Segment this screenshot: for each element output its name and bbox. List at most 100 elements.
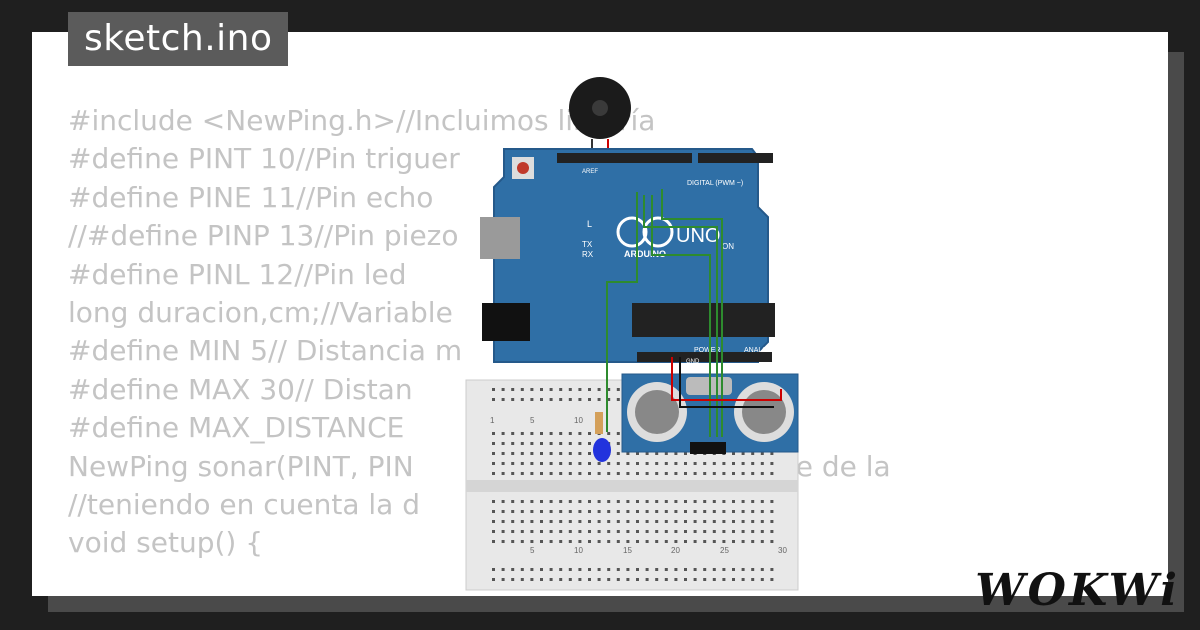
breadboard-hole: [684, 578, 687, 581]
breadboard-hole: [559, 462, 563, 465]
breadboard-hole: [492, 432, 495, 435]
breadboard-hole: [559, 442, 563, 445]
circuit-diagram: AREF DIGITAL (PWM ~) L TX RX ON ARDUINO …: [465, 77, 799, 591]
breadboard-hole: [712, 472, 716, 475]
breadboard-hole: [760, 472, 764, 475]
breadboard-hole: [751, 462, 755, 465]
breadboard-hole: [664, 578, 668, 581]
breadboard-hole: [626, 530, 630, 533]
breadboard-hole: [568, 578, 572, 581]
breadboard-hole: [712, 568, 716, 571]
breadboard-hole: [760, 510, 764, 513]
breadboard-hole: [703, 530, 707, 533]
breadboard-hole: [530, 462, 534, 465]
breadboard-hole: [703, 462, 707, 465]
breadboard-hole: [741, 462, 745, 465]
wires: [606, 189, 723, 437]
breadboard-hole: [636, 472, 639, 475]
breadboard-hole: [770, 472, 774, 475]
breadboard-hole: [684, 568, 687, 571]
breadboard-hole: [492, 520, 495, 523]
breadboard-hole: [693, 540, 697, 543]
breadboard-hole: [770, 500, 774, 503]
breadboard-hole: [559, 510, 563, 513]
breadboard-hole: [568, 472, 572, 475]
breadboard-hole: [549, 500, 553, 503]
breadboard-hole: [616, 500, 620, 503]
breadboard-hole: [520, 578, 524, 581]
breadboard-hole: [645, 578, 649, 581]
breadboard-hole: [732, 452, 735, 455]
breadboard-hole: [549, 520, 553, 523]
breadboard-hole: [588, 568, 591, 571]
breadboard-hole: [616, 452, 620, 455]
breadboard-hole: [751, 500, 755, 503]
breadboard-hole: [530, 578, 534, 581]
breadboard-hole: [693, 472, 697, 475]
breadboard-hole: [520, 530, 524, 533]
breadboard-hole: [684, 452, 687, 455]
breadboard-hole: [741, 540, 745, 543]
breadboard-hole: [511, 462, 515, 465]
breadboard-hole: [568, 398, 572, 401]
breadboard-hole: [664, 500, 668, 503]
breadboard-hole: [568, 520, 572, 523]
breadboard-hole: [645, 568, 649, 571]
breadboard-hole: [655, 462, 659, 465]
breadboard-hole: [684, 500, 687, 503]
breadboard-hole: [741, 520, 745, 523]
breadboard-hole: [501, 578, 505, 581]
breadboard-hole: [703, 472, 707, 475]
breadboard-hole: [607, 578, 611, 581]
breadboard-hole: [568, 462, 572, 465]
breadboard-hole: [712, 530, 716, 533]
sketch-tab[interactable]: sketch.ino: [68, 12, 289, 66]
bb-bottom-num-15: 15: [623, 546, 632, 555]
breadboard-hole: [492, 530, 495, 533]
breadboard-hole: [741, 530, 745, 533]
bb-top-num-10: 10: [574, 416, 583, 425]
breadboard-hole: [568, 510, 572, 513]
bb-bottom-num-10: 10: [574, 546, 583, 555]
breadboard-hole: [530, 520, 534, 523]
breadboard-hole: [530, 530, 534, 533]
breadboard-hole: [616, 472, 620, 475]
breadboard-hole: [645, 452, 649, 455]
bb-bottom-num-20: 20: [671, 546, 680, 555]
reset-button: [517, 162, 529, 174]
breadboard-hole: [511, 540, 515, 543]
breadboard-hole: [578, 520, 582, 523]
breadboard-hole: [549, 452, 553, 455]
breadboard-hole: [588, 432, 591, 435]
breadboard-hole: [684, 530, 687, 533]
breadboard-hole: [588, 398, 591, 401]
ground-wire: [679, 357, 774, 408]
breadboard-hole: [703, 500, 707, 503]
breadboard-hole: [540, 472, 543, 475]
breadboard-hole: [540, 540, 543, 543]
code-line: #define PINE 11//Pin echo: [68, 180, 434, 214]
breadboard-hole: [674, 568, 678, 571]
breadboard-hole: [492, 472, 495, 475]
breadboard-hole: [511, 452, 515, 455]
breadboard-hole: [568, 452, 572, 455]
breadboard-hole: [655, 568, 659, 571]
breadboard-hole: [520, 500, 524, 503]
breadboard-hole: [664, 510, 668, 513]
breadboard-hole: [760, 540, 764, 543]
breadboard-hole: [751, 530, 755, 533]
breadboard-hole: [588, 578, 591, 581]
breadboard-hole: [693, 578, 697, 581]
breadboard-hole: [655, 510, 659, 513]
breadboard-hole: [645, 462, 649, 465]
breadboard-hole: [616, 462, 620, 465]
breadboard-hole: [520, 432, 524, 435]
arduino-uno-board: AREF DIGITAL (PWM ~) L TX RX ON ARDUINO …: [480, 148, 782, 365]
bb-top-num-1: 1: [490, 416, 495, 425]
breadboard-hole: [712, 520, 716, 523]
breadboard-hole: [501, 568, 505, 571]
breadboard-hole: [559, 472, 563, 475]
breadboard-hole: [559, 520, 563, 523]
breadboard-hole: [588, 462, 591, 465]
breadboard-hole: [549, 472, 553, 475]
